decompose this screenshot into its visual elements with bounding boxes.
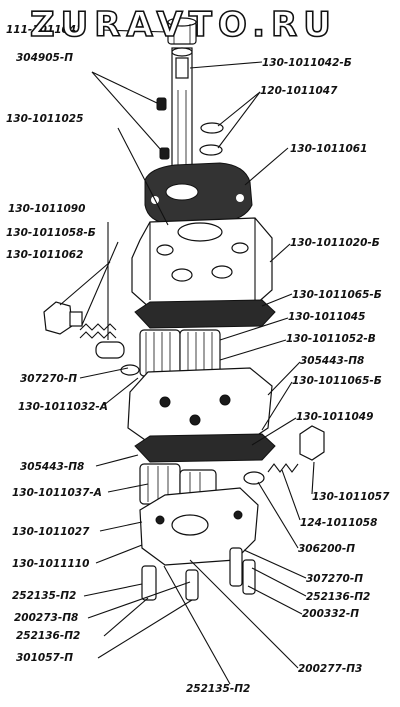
part-label: 130-1011049 xyxy=(296,411,373,423)
upper-gears-part xyxy=(139,329,221,377)
part-label: 130-1011062 xyxy=(6,249,83,261)
washer-part xyxy=(199,122,224,156)
upper-housing-part xyxy=(131,217,273,309)
part-label: 130-1011027 xyxy=(12,526,90,538)
relief-spring-part xyxy=(79,323,117,339)
middle-plate-part xyxy=(127,367,273,443)
part-label: 305443-П8 xyxy=(300,355,364,367)
middle-gasket-part xyxy=(134,299,276,329)
part-label: 130-1011090 xyxy=(8,203,85,215)
relief-valve-part xyxy=(95,341,125,359)
lower-cover-part xyxy=(139,487,259,566)
part-label: 130-1011110 xyxy=(12,558,89,570)
part-label: 130-1011057 xyxy=(312,491,390,503)
part-label: 200277-П3 xyxy=(298,663,362,675)
cap-nut-part xyxy=(167,17,197,45)
part-label: 130-1011032-А xyxy=(18,401,108,413)
part-label: 130-1011025 xyxy=(6,113,83,125)
part-label: 130-1011020-Б xyxy=(290,237,380,249)
part-label: 130-1011037-А xyxy=(12,487,102,499)
relief-plug-part xyxy=(43,301,83,335)
part-label: 252135-П2 xyxy=(186,683,250,695)
leader-lines xyxy=(59,29,315,685)
part-label: 252136-П2 xyxy=(16,630,80,642)
part-label: 130-1011065-Б xyxy=(292,375,382,387)
part-label: 111-1011043 xyxy=(6,24,83,36)
part-label: 252135-П2 xyxy=(12,590,76,602)
part-labels: 111-1011043 304905-П 130-1011042-Б 120-1… xyxy=(6,24,390,695)
part-label: 304905-П xyxy=(16,52,73,64)
part-label: 130-1011065-Б xyxy=(292,289,382,301)
part-label: 307270-П xyxy=(306,573,363,585)
top-gasket-part xyxy=(144,162,253,225)
right-washer-part xyxy=(243,471,265,485)
part-label: 305443-П8 xyxy=(20,461,84,473)
part-label: 307270-П xyxy=(20,373,77,385)
part-label: 124-1011058 xyxy=(300,517,377,529)
relief-washer-part xyxy=(120,364,140,376)
part-label: 252136-П2 xyxy=(306,591,370,603)
part-label: 130-1011052-В xyxy=(286,333,376,345)
watermark-text: ZURAVTO.RU xyxy=(30,5,337,45)
bolt-part xyxy=(141,547,256,601)
part-label: 306200-П xyxy=(298,543,355,555)
part-label: 130-1011042-Б xyxy=(262,57,352,69)
part-label: 200332-П xyxy=(302,608,359,620)
lower-gasket-part xyxy=(134,433,276,463)
key-part xyxy=(156,97,170,160)
part-label: 200273-П8 xyxy=(14,612,78,624)
part-label: 120-1011047 xyxy=(260,85,338,97)
part-label: 130-1011061 xyxy=(290,143,367,155)
part-label: 130-1011045 xyxy=(288,311,365,323)
part-label: 130-1011058-Б xyxy=(6,227,96,239)
right-plug-part xyxy=(299,425,325,461)
right-spring-part xyxy=(267,463,299,473)
part-label: 301057-П xyxy=(16,652,73,664)
